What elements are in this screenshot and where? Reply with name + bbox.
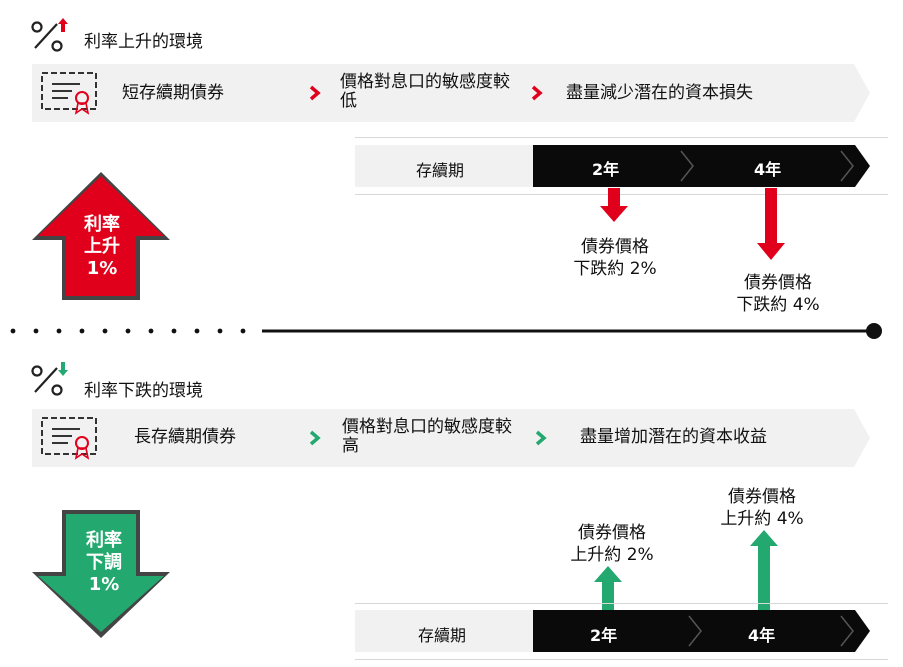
year-2-label: 2年	[592, 160, 620, 179]
banner-step-2: 價格對息口的敏感度較高	[342, 417, 512, 456]
bond-certificate-icon	[40, 414, 100, 460]
bond-certificate-icon	[40, 69, 100, 115]
rate-fall-arrow	[32, 510, 170, 638]
price-rise-arrow-2yr	[594, 566, 622, 610]
section-title-falling: 利率下跌的環境	[84, 381, 203, 401]
timeline-rule-bottom-bottom	[355, 659, 888, 660]
banner-rising	[32, 64, 870, 122]
timeline-rule-top-bottom	[355, 194, 888, 195]
caption-drop-2pct: 債券價格 下跌約 2%	[573, 237, 657, 279]
year-2-label: 2年	[590, 626, 618, 645]
banner-step-1: 短存續期債券	[122, 83, 224, 103]
banner-step-3: 盡量增加潛在的資本收益	[580, 427, 767, 447]
duration-timeline-rising	[355, 145, 870, 187]
caption-rise-2pct: 債券價格 上升約 2%	[570, 523, 654, 565]
year-4-label: 4年	[748, 626, 776, 645]
price-drop-arrow-2yr	[600, 188, 628, 222]
percent-down-icon	[30, 362, 70, 398]
banner-falling	[32, 409, 870, 467]
duration-timeline-falling	[355, 610, 870, 652]
banner-step-3: 盡量減少潛在的資本損失	[566, 83, 753, 103]
section-title-rising: 利率上升的環境	[84, 32, 203, 52]
banner-step-2: 價格對息口的敏感度較低	[340, 72, 510, 111]
caption-rise-4pct: 債券價格 上升約 4%	[720, 487, 804, 529]
section-divider	[10, 323, 882, 339]
timeline-rule-bottom-top	[355, 603, 888, 604]
rate-fall-label: 利率 下調 1%	[86, 530, 122, 595]
rate-rise-label: 利率 上升 1%	[84, 214, 120, 279]
price-rise-arrow-4yr	[750, 530, 778, 610]
year-4-label: 4年	[754, 160, 782, 179]
rate-rise-arrow	[32, 172, 170, 300]
timeline-label: 存續期	[416, 161, 465, 180]
price-drop-arrow-4yr	[757, 188, 785, 260]
timeline-label: 存續期	[418, 626, 467, 645]
timeline-rule-top	[355, 137, 888, 138]
percent-up-icon	[30, 18, 70, 54]
caption-drop-4pct: 債券價格 下跌約 4%	[736, 273, 820, 315]
banner-step-1: 長存續期債券	[134, 427, 236, 447]
